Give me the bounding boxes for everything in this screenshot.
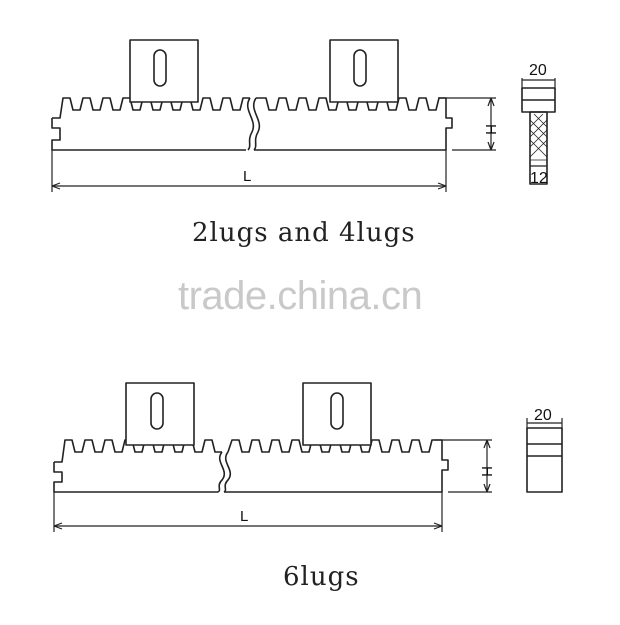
bottom-length-dimension bbox=[53, 492, 443, 532]
bottom-lug-left bbox=[125, 382, 195, 446]
bottom-lug-left-slot bbox=[150, 392, 164, 430]
bottom-cross-section bbox=[526, 418, 563, 493]
bottom-rack-right-teeth bbox=[224, 439, 449, 493]
top-thickness-label: 12 bbox=[530, 170, 548, 187]
bottom-height-label: H bbox=[478, 466, 495, 477]
top-length-label: L bbox=[243, 168, 251, 185]
bottom-height-dimension bbox=[434, 439, 492, 493]
top-rack-profile bbox=[51, 39, 453, 151]
bottom-rack-profile bbox=[53, 382, 449, 493]
top-width-label: 20 bbox=[529, 62, 547, 79]
bottom-length-label: L bbox=[240, 508, 248, 525]
top-cross-section bbox=[521, 78, 556, 185]
bottom-rack-break bbox=[217, 451, 226, 493]
bottom-rack-left-end bbox=[53, 462, 218, 493]
bottom-rack-left-teeth bbox=[54, 439, 222, 463]
bottom-width-label: 20 bbox=[534, 407, 552, 424]
top-rack-left-end bbox=[51, 118, 246, 151]
top-caption: 2lugs and 4lugs bbox=[192, 218, 416, 248]
bottom-section-body bbox=[526, 427, 563, 493]
watermark: trade.china.cn bbox=[178, 274, 423, 318]
top-lug-left bbox=[129, 39, 199, 103]
top-section-knurl bbox=[529, 111, 548, 161]
top-rack-left-teeth bbox=[52, 97, 250, 119]
top-lug-right-slot bbox=[353, 49, 367, 87]
bottom-caption: 6lugs bbox=[283, 562, 360, 592]
top-rack-break bbox=[246, 97, 255, 151]
top-height-label: H bbox=[482, 124, 499, 135]
top-lug-right bbox=[329, 39, 399, 103]
top-height-dimension bbox=[438, 97, 496, 151]
bottom-lug-right-slot bbox=[330, 392, 344, 430]
top-length-dimension bbox=[51, 150, 447, 192]
top-rack-right-teeth bbox=[254, 97, 453, 151]
top-lug-left-slot bbox=[153, 49, 167, 87]
